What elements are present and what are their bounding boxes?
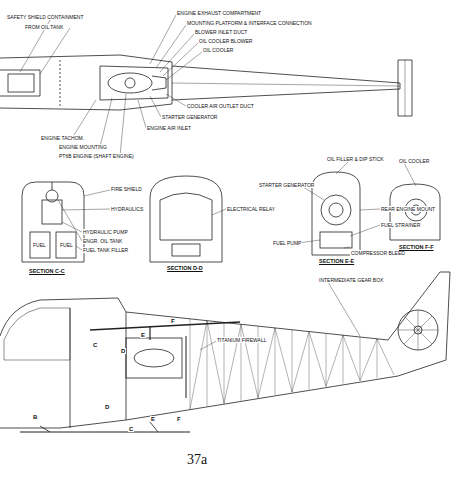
section-letter: F bbox=[176, 416, 182, 422]
part-label: FUEL bbox=[59, 242, 74, 248]
section-letter: C bbox=[128, 426, 134, 432]
section-title: SECTION F-F bbox=[398, 244, 435, 250]
section-title: SECTION D-D bbox=[166, 265, 204, 271]
part-label: FUEL bbox=[32, 242, 47, 248]
section-letter: D bbox=[120, 348, 126, 354]
part-label: BLOWER INLET DUCT bbox=[194, 29, 248, 35]
part-label: PT6B ENGINE (SHAFT ENGINE) bbox=[58, 153, 135, 159]
section-letter: F bbox=[170, 318, 176, 324]
part-label: HYDRAULICS bbox=[110, 206, 144, 212]
part-label: OIL COOLER bbox=[202, 47, 234, 53]
part-label: TITANIUM FIREWALL bbox=[216, 337, 267, 343]
part-label: FUEL PUMP bbox=[272, 240, 302, 246]
part-label: ENGINE EXHAUST COMPARTMENT bbox=[176, 10, 262, 16]
part-label: STARTER GENERATOR bbox=[161, 114, 218, 120]
section-letter: E bbox=[140, 332, 146, 338]
part-label: MOUNTING PLATFORM & INTERFACE CONNECTION bbox=[186, 20, 313, 26]
part-label: ENGINE TACHOM. bbox=[40, 135, 85, 141]
section-letter: E bbox=[150, 416, 156, 422]
part-label: OIL COOLER BLOWER bbox=[198, 38, 253, 44]
part-label: COMPRESSOR BLEED bbox=[350, 250, 406, 256]
part-label: OIL COOLER bbox=[398, 158, 430, 164]
part-label: REAR ENGINE MOUNT bbox=[380, 206, 436, 212]
section-letter: B bbox=[32, 414, 38, 420]
section-letter: C bbox=[92, 342, 98, 348]
part-label: HYDRAULIC PUMP bbox=[82, 229, 129, 235]
part-label: ENGINE AIR INLET bbox=[146, 125, 192, 131]
part-label: FUEL STRAINER bbox=[380, 222, 421, 228]
section-letter: D bbox=[104, 404, 110, 410]
part-label: OIL FILLER & DIP STICK bbox=[326, 156, 385, 162]
section-title: SECTION C-C bbox=[28, 268, 66, 274]
part-label: STARTER GENERATOR bbox=[258, 182, 315, 188]
part-label: FUEL TANK FILLER bbox=[82, 247, 129, 253]
part-label: ENGINE MOUNTING bbox=[58, 144, 108, 150]
part-label: FIRE SHIELD bbox=[110, 186, 143, 192]
section-title: SECTION E-E bbox=[318, 258, 355, 264]
part-label: ENGR. OIL TANK bbox=[82, 238, 123, 244]
part-label: ELECTRICAL RELAY bbox=[226, 206, 276, 212]
part-label: INTERMEDIATE GEAR BOX bbox=[318, 277, 384, 283]
part-label: 37a bbox=[186, 452, 208, 467]
part-label: SAFETY SHIELD CONTAINMENT bbox=[6, 14, 85, 20]
part-label: FROM OIL TANK bbox=[24, 24, 64, 30]
part-label: COOLER AIR OUTLET DUCT bbox=[186, 103, 255, 109]
